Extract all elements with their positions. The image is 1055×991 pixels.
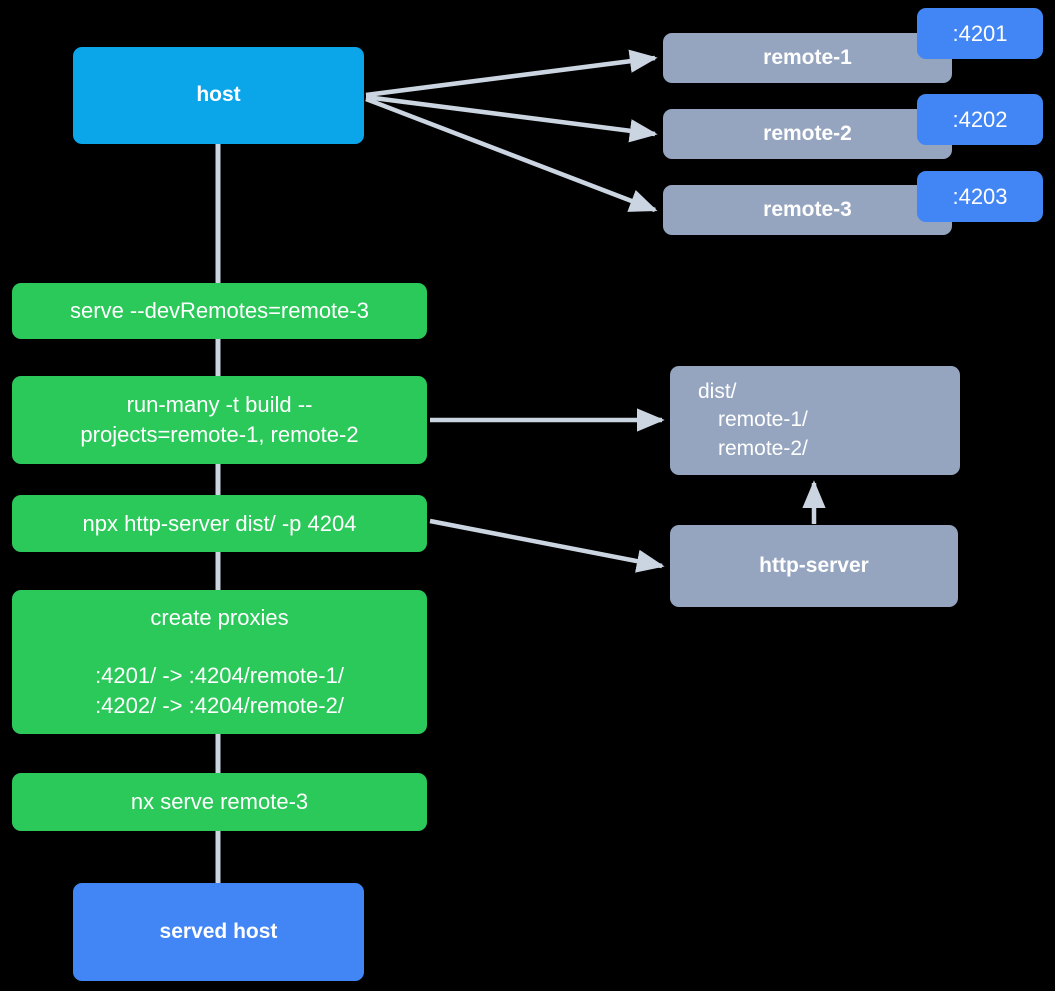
node-host-label: host [196,83,241,107]
node-task-create-proxies-title: create proxies [150,605,289,631]
edge-host-to-remote-3 [365,96,658,213]
node-task-create-proxies[interactable]: create proxies :4201/ -> :4204/remote-1/… [12,590,427,734]
node-dist-line-1: dist/ [698,379,737,403]
node-task-run-many-build-label: run-many -t build -- projects=remote-1, … [80,392,359,447]
node-task-create-proxies-line-2: :4202/ -> :4204/remote-2/ [95,692,344,718]
node-task-serve-dev-remotes[interactable]: serve --devRemotes=remote-3 [12,283,427,339]
node-remote-1-label: remote-1 [763,45,852,69]
node-task-nx-serve-remote-3[interactable]: nx serve remote-3 [12,773,427,831]
node-task-nx-serve-remote-3-label: nx serve remote-3 [130,789,309,815]
node-task-create-proxies-line-1: :4201/ -> :4204/remote-1/ [95,663,344,689]
node-remote-1[interactable]: remote-1 [663,33,952,83]
port-badge-remote-2-label: :4202 [952,106,1008,132]
edge-host-to-remote-1 [365,49,658,98]
port-badge-remote-3[interactable]: :4203 [917,171,1043,222]
node-served-host[interactable]: served host [73,883,364,981]
node-task-serve-dev-remotes-label: serve --devRemotes=remote-3 [70,298,369,324]
node-task-run-many-build[interactable]: run-many -t build -- projects=remote-1, … [12,376,427,464]
edge-npx-to-http-server [429,518,665,573]
port-badge-remote-1[interactable]: :4201 [917,8,1043,59]
node-host[interactable]: host [73,47,364,144]
node-dist-line-2: remote-1/ [718,408,808,432]
node-remote-2-label: remote-2 [763,121,852,145]
node-dist[interactable]: dist/ remote-1/ remote-2/ [670,366,960,475]
port-badge-remote-1-label: :4201 [952,20,1008,46]
edge-host-to-remote-2 [365,94,658,143]
node-task-npx-http-server[interactable]: npx http-server dist/ -p 4204 [12,495,427,552]
node-task-npx-http-server-label: npx http-server dist/ -p 4204 [82,510,357,536]
port-badge-remote-2[interactable]: :4202 [917,94,1043,145]
node-remote-2[interactable]: remote-2 [663,109,952,159]
node-served-host-label: served host [159,919,278,943]
node-http-server-label: http-server [759,553,869,577]
node-http-server[interactable]: http-server [670,525,958,607]
node-dist-line-3: remote-2/ [718,436,808,460]
node-remote-3-label: remote-3 [763,197,852,221]
node-remote-3[interactable]: remote-3 [663,185,952,235]
port-badge-remote-3-label: :4203 [952,183,1008,209]
